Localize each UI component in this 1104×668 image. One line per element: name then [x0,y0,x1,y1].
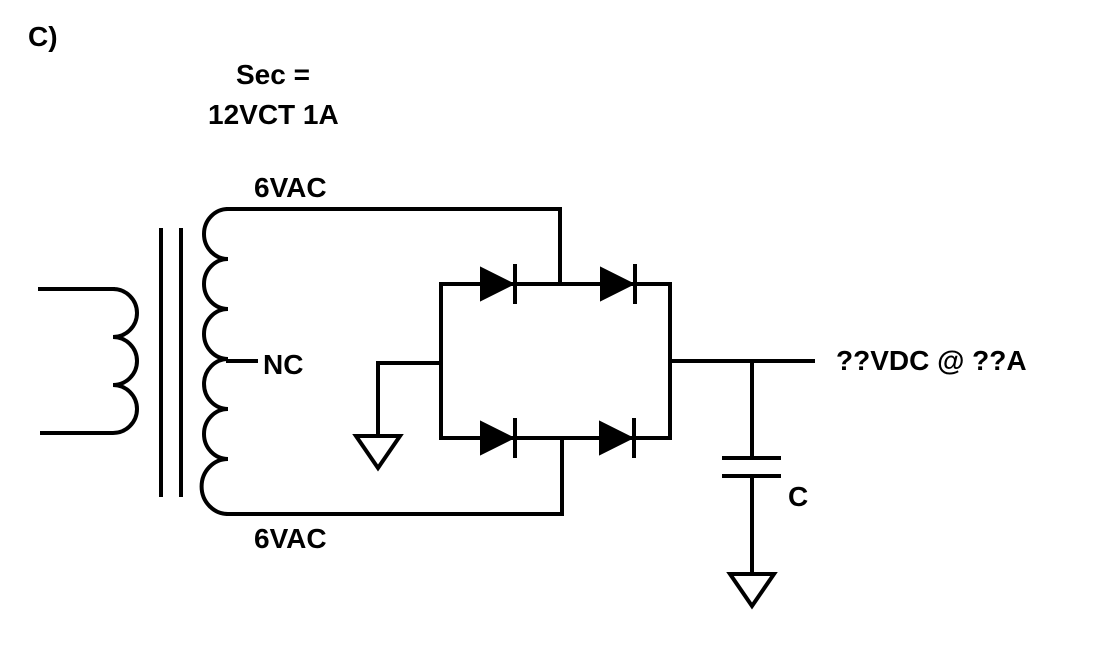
primary-winding [38,287,139,435]
diode-top-left [480,264,517,304]
bottom-ac-wire [226,436,564,516]
winding-top-label: 6VAC [254,172,327,203]
secondary-winding [199,207,229,516]
panel-label: C) [28,21,58,52]
secondary-spec-line1: Sec = [236,59,310,90]
filter-capacitor [722,359,781,576]
center-tap-label: NC [263,349,303,380]
diode-bottom-right [599,418,636,458]
diode-top-right [600,264,637,304]
ground-symbol-left [352,434,404,472]
secondary-spec-line2: 12VCT 1A [208,99,339,130]
bridge-rectifier [439,264,672,458]
diode-bottom-left [480,418,517,458]
winding-bottom-label: 6VAC [254,523,327,554]
capacitor-label: C [788,481,808,512]
transformer-core [159,228,183,497]
top-ac-wire [226,207,562,286]
output-label: ??VDC @ ??A [836,345,1027,376]
negative-ground-wire [376,361,443,438]
ground-symbol-right [726,572,778,610]
